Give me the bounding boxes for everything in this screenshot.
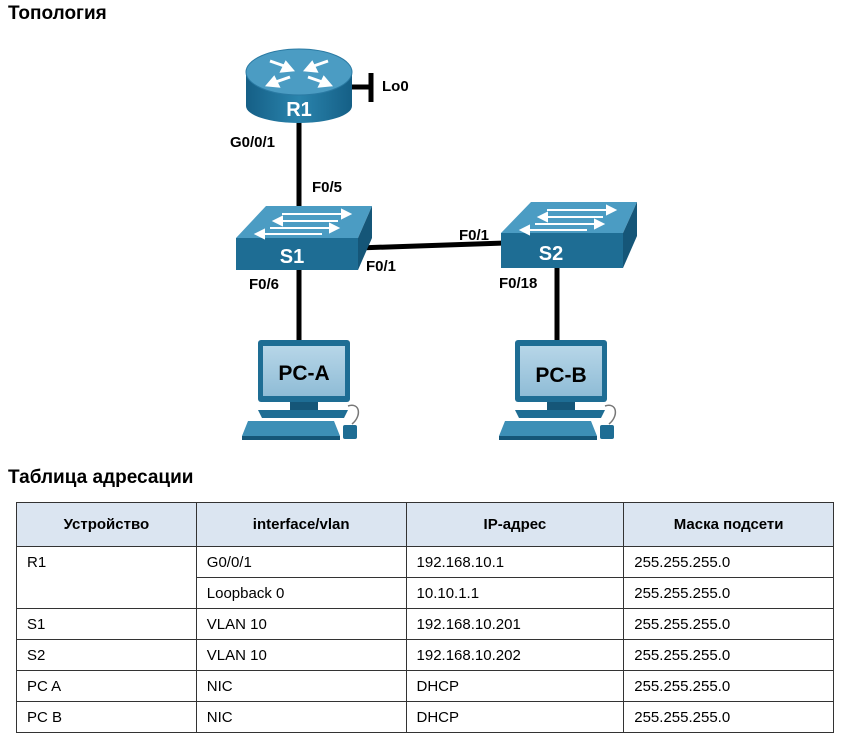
cell-device: S1 <box>16 608 197 640</box>
cell-device: PC A <box>16 670 197 702</box>
switch-arrows-icon <box>518 204 618 236</box>
interface-lo0-label: Lo0 <box>382 78 409 95</box>
cell-ip-address: DHCP <box>405 701 625 733</box>
switch-s1: S1 <box>236 206 372 270</box>
table-row: R1 G0/0/1 192.168.10.1 255.255.255.0 <box>16 546 834 609</box>
router-r1-label: R1 <box>286 99 312 121</box>
cell-interface: VLAN 10 <box>195 639 407 671</box>
cell-ip-address: 192.168.10.201 <box>405 608 625 640</box>
cell-interface: NIC <box>195 670 407 702</box>
table-header-row: Устройство interface/vlan IP-адрес Маска… <box>16 502 834 547</box>
cell-device: R1 <box>16 546 197 609</box>
cell-subnet-mask: 255.255.255.0 <box>623 639 834 671</box>
pc-b-label: PC-B <box>535 364 586 387</box>
router-r1: R1 <box>245 48 353 123</box>
switch-arrows-icon <box>253 208 353 240</box>
interface-s1-f05-label: F0/5 <box>312 179 342 196</box>
header-subnet-mask: Маска подсети <box>623 502 834 547</box>
pc-a: PC-A <box>242 340 360 440</box>
topology-diagram: R1 S1 S2 PC-A <box>230 48 637 440</box>
cell-ip-address: 192.168.10.202 <box>405 639 625 671</box>
interface-s1-f01-label: F0/1 <box>366 258 396 275</box>
interface-s2-f01-label: F0/1 <box>459 227 489 244</box>
switch-s1-label: S1 <box>280 246 304 268</box>
switch-s2: S2 <box>501 202 637 268</box>
addressing-table: Устройство interface/vlan IP-адрес Маска… <box>16 502 834 733</box>
cell-interface: Loopback 0 <box>195 577 407 609</box>
cell-subnet-mask: 255.255.255.0 <box>623 701 834 733</box>
table-row: S2 VLAN 10 192.168.10.202 255.255.255.0 <box>16 639 834 671</box>
cell-device: PC B <box>16 701 197 733</box>
cell-device: S2 <box>16 639 197 671</box>
addressing-table-heading: Таблица адресации <box>8 467 194 488</box>
interface-r1-g001-label: G0/0/1 <box>230 134 275 151</box>
cell-ip-address: 192.168.10.1 <box>405 546 625 578</box>
interface-s1-f06-label: F0/6 <box>249 276 279 293</box>
link-s1-s2 <box>357 240 506 251</box>
cell-interface: G0/0/1 <box>195 546 407 578</box>
pc-a-label: PC-A <box>278 362 329 385</box>
router-arrows-icon <box>264 59 334 88</box>
topology-heading: Топология <box>8 3 107 24</box>
table-row: S1 VLAN 10 192.168.10.201 255.255.255.0 <box>16 608 834 640</box>
header-interface: interface/vlan <box>195 502 407 547</box>
table-row: PC A NIC DHCP 255.255.255.0 <box>16 670 834 702</box>
cell-subnet-mask: 255.255.255.0 <box>623 670 834 702</box>
cell-ip-address: 10.10.1.1 <box>405 577 625 609</box>
cell-ip-address: DHCP <box>405 670 625 702</box>
cell-subnet-mask: 255.255.255.0 <box>623 608 834 640</box>
header-device: Устройство <box>16 502 197 547</box>
header-ip-address: IP-адрес <box>405 502 625 547</box>
table-row: PC B NIC DHCP 255.255.255.0 <box>16 701 834 733</box>
switch-s2-label: S2 <box>539 243 563 265</box>
interface-s2-f018-label: F0/18 <box>499 275 537 292</box>
cell-subnet-mask: 255.255.255.0 <box>623 577 834 609</box>
cell-interface: NIC <box>195 701 407 733</box>
cell-interface: VLAN 10 <box>195 608 407 640</box>
cell-subnet-mask: 255.255.255.0 <box>623 546 834 578</box>
pc-b: PC-B <box>499 340 617 440</box>
